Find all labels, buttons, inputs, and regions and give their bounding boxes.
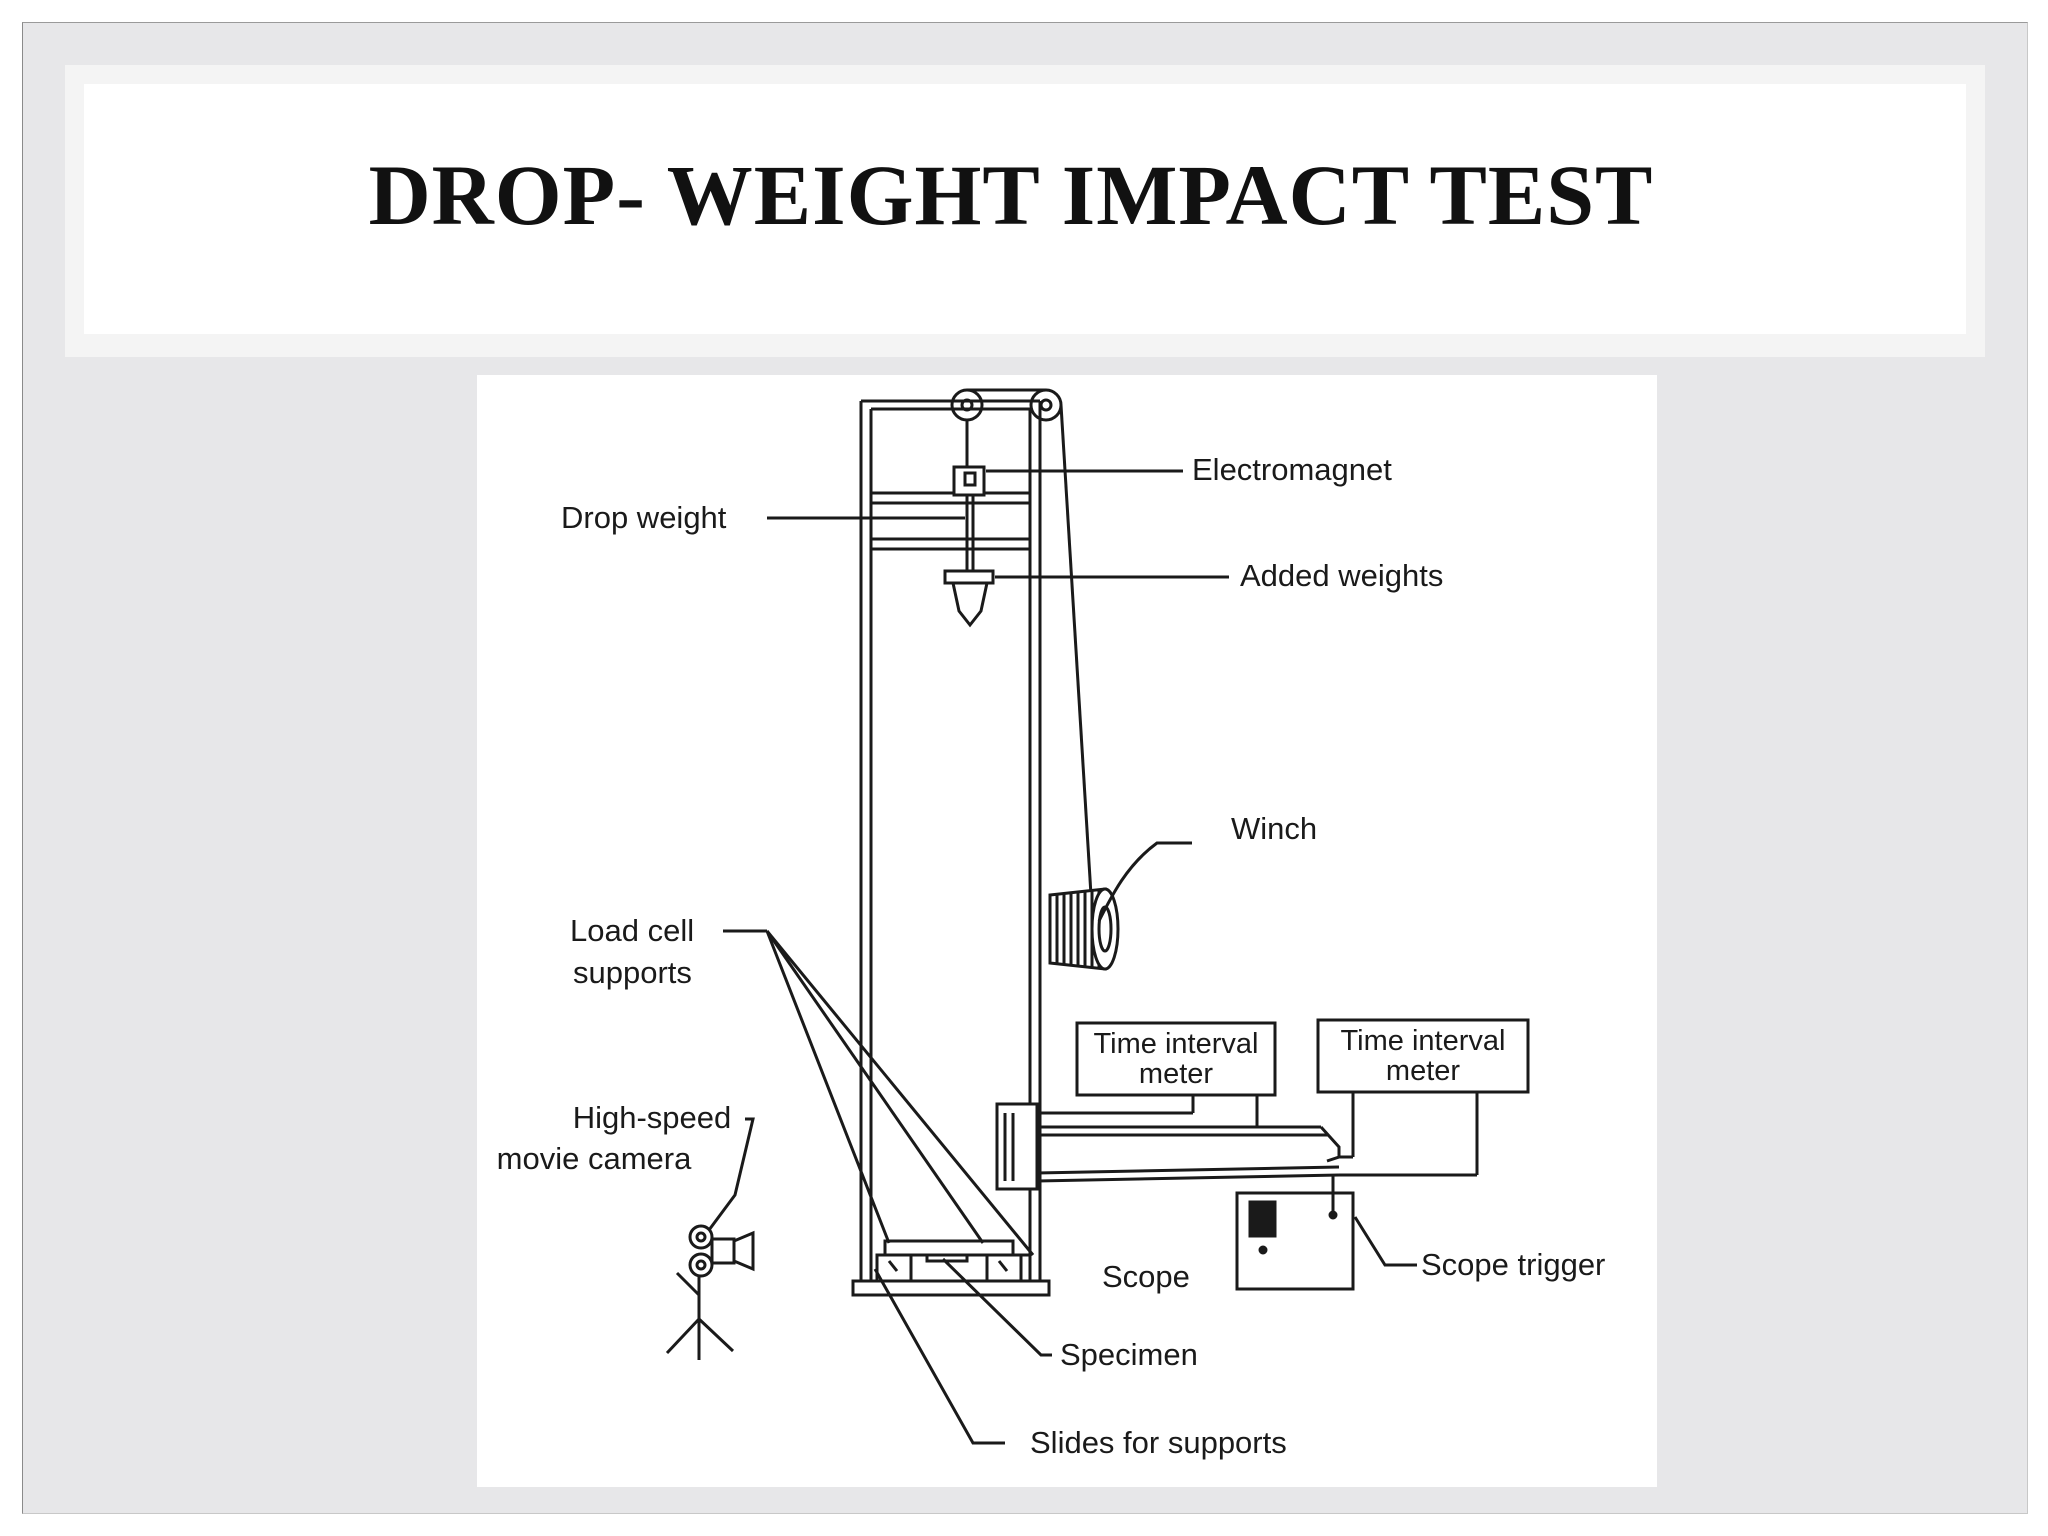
label-camera-line1: High-speed (573, 1100, 732, 1135)
label-load-cell-line1: Load cell (570, 913, 694, 948)
time-meter-1-line1: Time interval (1094, 1028, 1259, 1060)
time-interval-meter-1 (1075, 1021, 1277, 1097)
electromagnet-icon (952, 465, 986, 497)
time-interval-meter-2 (1316, 1018, 1530, 1094)
winch-cable (1059, 404, 1093, 896)
scope-icon (1235, 1175, 1355, 1291)
drop-weight-test-diagram: Electromagnet Drop weight Added weights … (477, 375, 1657, 1487)
time-meter-2-line2: meter (1386, 1055, 1460, 1087)
label-specimen: Specimen (1060, 1337, 1198, 1372)
title-box: DROP- WEIGHT IMPACT TEST (84, 84, 1966, 334)
specimen-supports (875, 1239, 1030, 1283)
label-drop-weight: Drop weight (561, 500, 727, 535)
winch-icon (1048, 887, 1120, 971)
label-electromagnet: Electromagnet (1192, 452, 1392, 487)
time-meter-1-line2: meter (1139, 1058, 1213, 1090)
leader-lines (707, 469, 1417, 1445)
slide-title: DROP- WEIGHT IMPACT TEST (368, 147, 1654, 243)
diagram-svg: Electromagnet Drop weight Added weights … (497, 388, 1605, 1460)
label-scope: Scope (1102, 1259, 1190, 1294)
drop-weight-icon (943, 495, 995, 628)
label-scope-trigger: Scope trigger (1421, 1247, 1605, 1282)
time-meter-2-line1: Time interval (1341, 1025, 1506, 1057)
rail-assembly (995, 1102, 1341, 1191)
camera-icon (665, 1224, 755, 1360)
label-added-weights: Added weights (1240, 558, 1443, 593)
label-load-cell-line2: supports (573, 955, 692, 990)
pulley-icon (950, 388, 1063, 422)
meter-wiring (1037, 1092, 1479, 1177)
scope-screen (1248, 1200, 1277, 1238)
label-camera-line2: movie camera (497, 1141, 692, 1176)
label-slides-for-supports: Slides for supports (1030, 1425, 1287, 1460)
label-winch: Winch (1231, 811, 1317, 846)
